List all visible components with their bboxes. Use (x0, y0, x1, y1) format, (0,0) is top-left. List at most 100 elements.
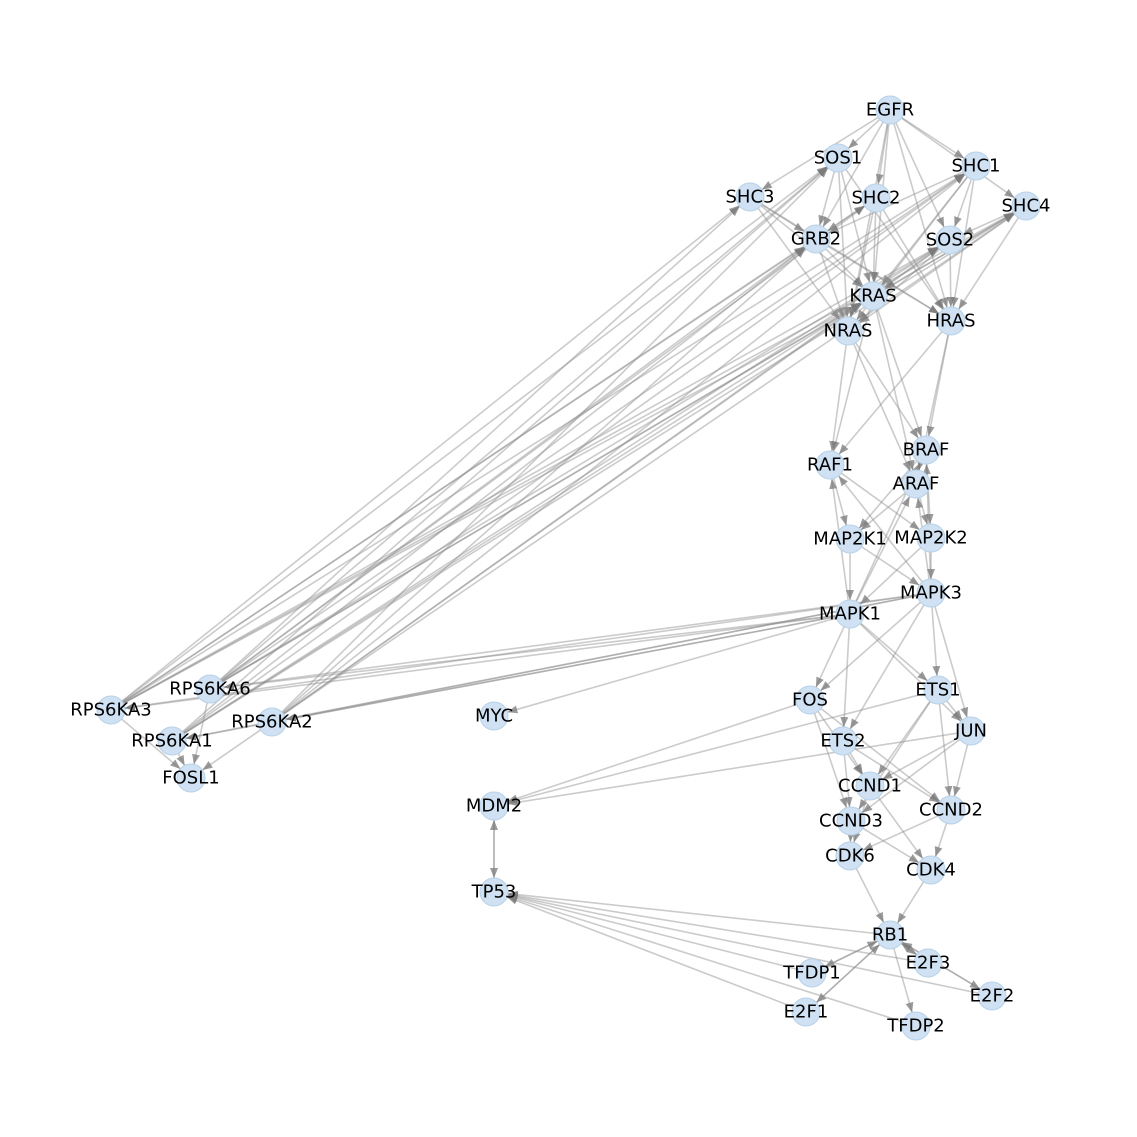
node-circle-shc1[interactable] (961, 151, 991, 181)
node-circle-jun[interactable] (956, 716, 986, 746)
node-circle-sos2[interactable] (935, 225, 965, 255)
node-rps6ka6[interactable]: RPS6KA6 (169, 674, 251, 704)
node-label-mapk3: MAPK3 (900, 583, 962, 604)
node-shc4[interactable]: SHC4 (1002, 191, 1051, 221)
node-mapk1[interactable]: MAPK1 (819, 599, 881, 629)
node-circle-tp53[interactable] (479, 877, 509, 907)
node-label-jun: JUN (954, 721, 987, 742)
edge-rb1-to-e2f1 (815, 943, 881, 1004)
node-shc2[interactable]: SHC2 (852, 183, 901, 213)
node-map2k1[interactable]: MAP2K1 (813, 524, 887, 554)
node-circle-shc4[interactable] (1011, 191, 1041, 221)
node-ets1[interactable]: ETS1 (915, 675, 961, 705)
node-circle-shc2[interactable] (861, 183, 891, 213)
node-nras[interactable]: NRAS (824, 316, 873, 346)
node-e2f3[interactable]: E2F3 (906, 948, 951, 978)
node-circle-rps6ka2[interactable] (257, 707, 287, 737)
node-braf[interactable]: BRAF (903, 435, 950, 465)
edge-e2f2-to-tp53 (507, 892, 979, 994)
node-circle-mapk1[interactable] (835, 599, 865, 629)
node-circle-e2f1[interactable] (791, 997, 821, 1027)
node-mdm2[interactable]: MDM2 (466, 791, 522, 821)
node-cdk4[interactable]: CDK4 (906, 855, 956, 885)
node-circle-kras[interactable] (858, 281, 888, 311)
node-circle-cdk6[interactable] (835, 841, 865, 871)
node-ccnd3[interactable]: CCND3 (819, 806, 883, 836)
edge-fos-to-ccnd3 (813, 713, 848, 808)
node-circle-map2k2[interactable] (916, 523, 946, 553)
node-fosl1[interactable]: FOSL1 (162, 763, 220, 793)
edge-mapk3-to-raf1 (838, 475, 923, 583)
node-circle-egfr[interactable] (875, 95, 905, 125)
node-circle-cdk4[interactable] (916, 855, 946, 885)
edge-rps6ka6-to-sos2 (221, 246, 939, 683)
edge-ets1-to-ccnd1 (877, 700, 931, 776)
node-circle-tfdp1[interactable] (797, 958, 827, 988)
node-sos1[interactable]: SOS1 (814, 143, 862, 173)
edge-rps6ka1-to-fosl1 (176, 753, 186, 766)
node-ets2[interactable]: ETS2 (820, 726, 866, 756)
node-rb1[interactable]: RB1 (872, 920, 908, 950)
node-circle-e2f3[interactable] (913, 948, 943, 978)
node-circle-hras[interactable] (936, 306, 966, 336)
node-sos2[interactable]: SOS2 (926, 225, 974, 255)
node-e2f2[interactable]: E2F2 (970, 981, 1015, 1011)
node-circle-rb1[interactable] (875, 920, 905, 950)
node-circle-rps6ka6[interactable] (195, 674, 225, 704)
node-circle-shc3[interactable] (735, 182, 765, 212)
node-circle-araf[interactable] (901, 469, 931, 499)
node-circle-myc[interactable] (479, 701, 509, 731)
node-raf1[interactable]: RAF1 (807, 450, 853, 480)
edge-mapk3-to-ets2 (849, 604, 925, 730)
node-circle-fosl1[interactable] (176, 763, 206, 793)
node-circle-fos[interactable] (795, 685, 825, 715)
node-circle-mdm2[interactable] (479, 791, 509, 821)
node-kras[interactable]: KRAS (849, 281, 897, 311)
node-circle-e2f2[interactable] (977, 981, 1007, 1011)
node-shc3[interactable]: SHC3 (726, 182, 775, 212)
edge-ccnd1-to-cdk4 (877, 796, 924, 860)
node-circle-raf1[interactable] (815, 450, 845, 480)
node-shc1[interactable]: SHC1 (952, 151, 1001, 181)
node-araf[interactable]: ARAF (893, 469, 940, 499)
node-grb2[interactable]: GRB2 (791, 224, 841, 254)
node-fos[interactable]: FOS (792, 685, 828, 715)
node-circle-nras[interactable] (833, 316, 863, 346)
node-tfdp2[interactable]: TFDP2 (886, 1011, 945, 1041)
node-map2k2[interactable]: MAP2K2 (894, 523, 968, 553)
node-circle-sos1[interactable] (823, 143, 853, 173)
node-circle-mapk3[interactable] (916, 578, 946, 608)
node-rps6ka2[interactable]: RPS6KA2 (231, 707, 313, 737)
node-myc[interactable]: MYC (475, 701, 513, 731)
edge-tfdp1-to-rb1 (824, 940, 878, 968)
node-ccnd1[interactable]: CCND1 (838, 771, 902, 801)
node-circle-map2k1[interactable] (835, 524, 865, 554)
node-rps6ka3[interactable]: RPS6KA3 (70, 695, 152, 725)
node-circle-braf[interactable] (911, 435, 941, 465)
edge-hras-to-raf1 (838, 331, 943, 455)
node-label-araf: ARAF (893, 474, 940, 495)
node-circle-ets1[interactable] (923, 675, 953, 705)
edge-sos1-to-grb2 (818, 171, 836, 226)
edges-layer (121, 116, 1020, 1023)
node-circle-tfdp2[interactable] (901, 1011, 931, 1041)
node-hras[interactable]: HRAS (926, 306, 976, 336)
node-circle-ets2[interactable] (828, 726, 858, 756)
node-e2f1[interactable]: E2F1 (784, 997, 829, 1027)
node-egfr[interactable]: EGFR (866, 95, 914, 125)
node-ccnd2[interactable]: CCND2 (919, 795, 983, 825)
node-tp53[interactable]: TP53 (471, 877, 517, 907)
node-cdk6[interactable]: CDK6 (825, 841, 875, 871)
node-mapk3[interactable]: MAPK3 (900, 578, 962, 608)
node-jun[interactable]: JUN (954, 716, 987, 746)
node-circle-ccnd1[interactable] (855, 771, 885, 801)
node-circle-grb2[interactable] (801, 224, 831, 254)
node-circle-rps6ka3[interactable] (96, 695, 126, 725)
node-rps6ka1[interactable]: RPS6KA1 (131, 726, 213, 756)
node-tfdp1[interactable]: TFDP1 (782, 958, 841, 988)
node-circle-rps6ka1[interactable] (157, 726, 187, 756)
node-circle-ccnd2[interactable] (936, 795, 966, 825)
node-label-raf1: RAF1 (807, 455, 853, 476)
node-circle-ccnd3[interactable] (836, 806, 866, 836)
